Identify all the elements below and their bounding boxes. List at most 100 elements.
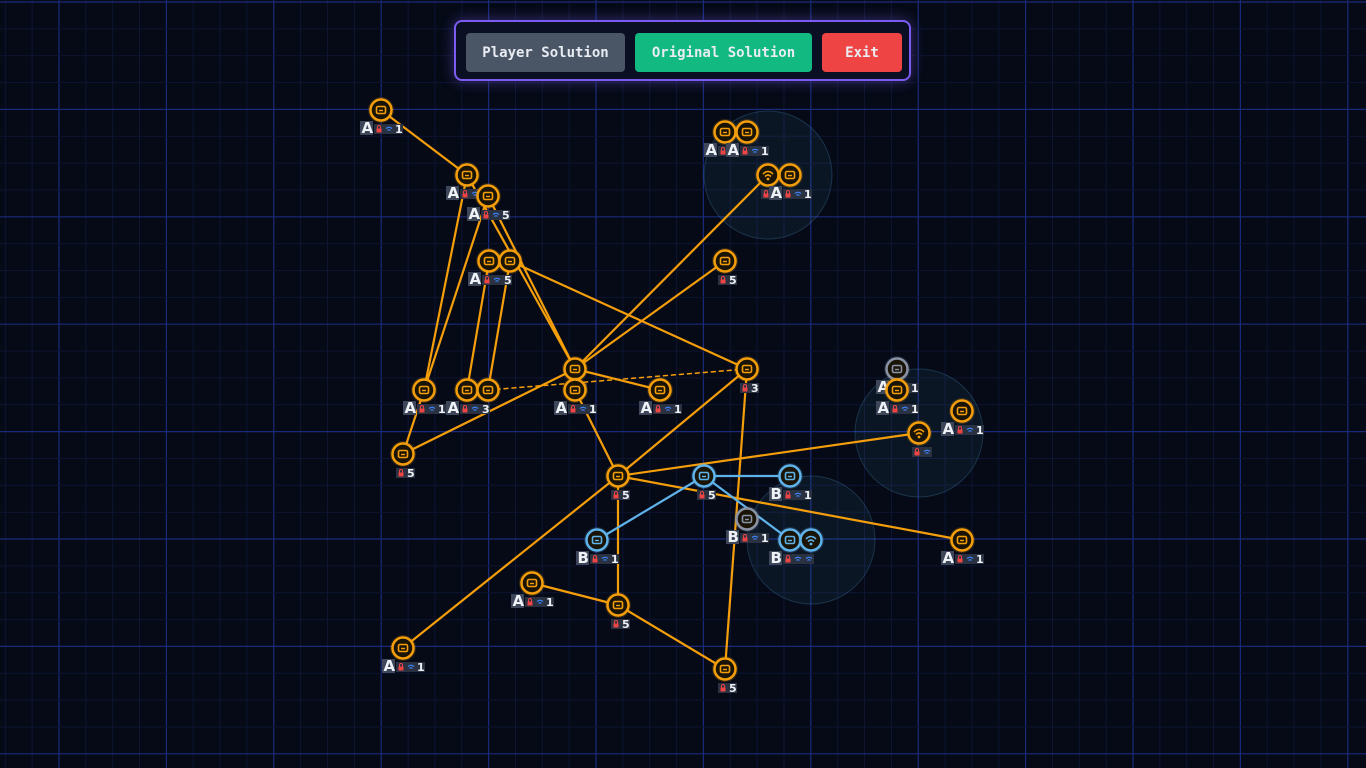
level-badge-bg (750, 383, 759, 393)
lock-icon (376, 125, 382, 133)
lock-icon (763, 190, 769, 198)
network-node[interactable] (605, 592, 631, 618)
player-solution-button[interactable]: Player Solution (466, 33, 625, 72)
level-badge-bg (910, 404, 919, 414)
server-icon (956, 406, 968, 416)
level-badge-bg (707, 490, 716, 500)
level-badge-bg (503, 275, 512, 285)
server-icon (741, 364, 753, 374)
wifi-icon (794, 492, 802, 497)
team-letter-bg (726, 143, 739, 157)
network-node[interactable] (734, 506, 760, 532)
network-node[interactable] (390, 635, 416, 661)
network-node[interactable] (475, 377, 501, 403)
level-number: 1 (976, 424, 984, 437)
level-badge-bg (760, 146, 769, 156)
network-node[interactable] (454, 162, 480, 188)
team-letter: A (469, 205, 481, 223)
level-badge-bg (416, 662, 425, 672)
wifi-badge-bg (663, 404, 673, 414)
team-letter-bg (446, 186, 459, 200)
network-node[interactable] (475, 183, 501, 209)
network-node[interactable] (562, 356, 588, 382)
team-letter: A (556, 399, 568, 417)
wifi-badge-bg (793, 490, 803, 500)
network-node[interactable] (519, 570, 545, 596)
server-icon (784, 170, 796, 180)
network-node[interactable] (562, 377, 588, 403)
network-link (573, 173, 770, 371)
network-node[interactable] (605, 463, 631, 489)
lock-icon (527, 598, 533, 606)
level-badge-bg (621, 490, 630, 500)
exit-button[interactable]: Exit (822, 33, 902, 72)
team-letter: A (384, 657, 396, 675)
network-link (573, 259, 727, 371)
level-number: 1 (976, 553, 984, 566)
network-node[interactable] (798, 527, 824, 553)
lock-icon (785, 491, 791, 499)
level-number: 1 (911, 382, 919, 395)
wifi-badge-bg (750, 533, 760, 543)
network-node[interactable] (906, 420, 932, 446)
level-number: 5 (729, 274, 737, 287)
network-node[interactable] (584, 527, 610, 553)
network-link (486, 194, 577, 371)
team-letter: A (641, 399, 653, 417)
server-icon (482, 385, 494, 395)
team-letter: A (470, 270, 482, 288)
level-badge-bg (501, 210, 510, 220)
level-badge-bg (394, 124, 403, 134)
network-node[interactable] (454, 377, 480, 403)
network-node[interactable] (411, 377, 437, 403)
network-node[interactable] (949, 398, 975, 424)
level-badge-bg (975, 554, 984, 564)
team-letter: A (513, 592, 525, 610)
level-number: 5 (622, 618, 630, 631)
network-node[interactable] (476, 248, 502, 274)
lock-icon (957, 426, 963, 434)
network-nodes[interactable]: A1A1A5A15A1A135A1A155AA1A153A1A1A1A1A155… (360, 97, 984, 695)
level-badge-bg (673, 404, 682, 414)
network-node[interactable] (691, 463, 717, 489)
network-node[interactable] (884, 377, 910, 403)
lock-icon (742, 534, 748, 542)
network-node[interactable] (777, 527, 803, 553)
original-solution-button[interactable]: Original Solution (635, 33, 812, 72)
network-node[interactable] (884, 356, 910, 382)
wifi-badge-bg (427, 404, 437, 414)
server-icon (591, 535, 603, 545)
wifi-icon (923, 449, 931, 454)
level-badge-bg (481, 404, 490, 414)
wifi-badge-bg (965, 554, 975, 564)
server-icon (375, 105, 387, 115)
network-node[interactable] (712, 656, 738, 682)
network-node[interactable] (734, 356, 760, 382)
network-node[interactable] (712, 248, 738, 274)
network-node[interactable] (777, 162, 803, 188)
team-letter-bg (576, 551, 589, 565)
network-node[interactable] (734, 119, 760, 145)
team-letter-bg (941, 422, 954, 436)
network-node[interactable] (368, 97, 394, 123)
network-node[interactable] (777, 463, 803, 489)
network-link (616, 603, 727, 671)
network-node[interactable] (390, 441, 416, 467)
server-icon (719, 256, 731, 266)
network-node[interactable] (647, 377, 673, 403)
node-badge (912, 447, 932, 457)
network-node[interactable] (497, 248, 523, 274)
level-number: 1 (674, 403, 682, 416)
level-badge-bg (728, 275, 737, 285)
network-node[interactable] (949, 527, 975, 553)
server-icon (569, 385, 581, 395)
